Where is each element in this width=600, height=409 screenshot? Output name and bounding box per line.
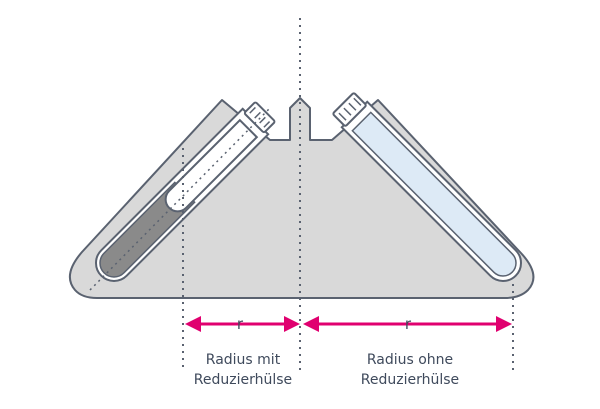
left-tube-with-sleeve [95,101,276,282]
left-inner-sleeve-tube [164,118,259,213]
radius-with-sleeve-caption: Radius mit Reduzierhülse [178,350,308,390]
radius-without-sleeve-arrow [303,316,512,332]
radius-without-sleeve-caption: Radius ohne Reduzierhülse [345,350,475,390]
radius-with-sleeve-caption-line1: Radius mit [205,352,281,368]
radius-with-sleeve-caption-line2: Reduzierhülse [193,372,293,388]
left-tube-axis-line [89,107,271,291]
radius-without-sleeve-label-r: r [405,315,412,333]
radius-with-sleeve-label-r: r [237,315,244,333]
radius-without-sleeve-caption-line2: Reduzierhülse [360,372,460,388]
right-tube-without-sleeve [332,92,522,282]
radius-without-sleeve-caption-line1: Radius ohne [366,352,454,368]
right-tube-glass [351,111,517,277]
radius-with-sleeve-arrow [185,316,300,332]
